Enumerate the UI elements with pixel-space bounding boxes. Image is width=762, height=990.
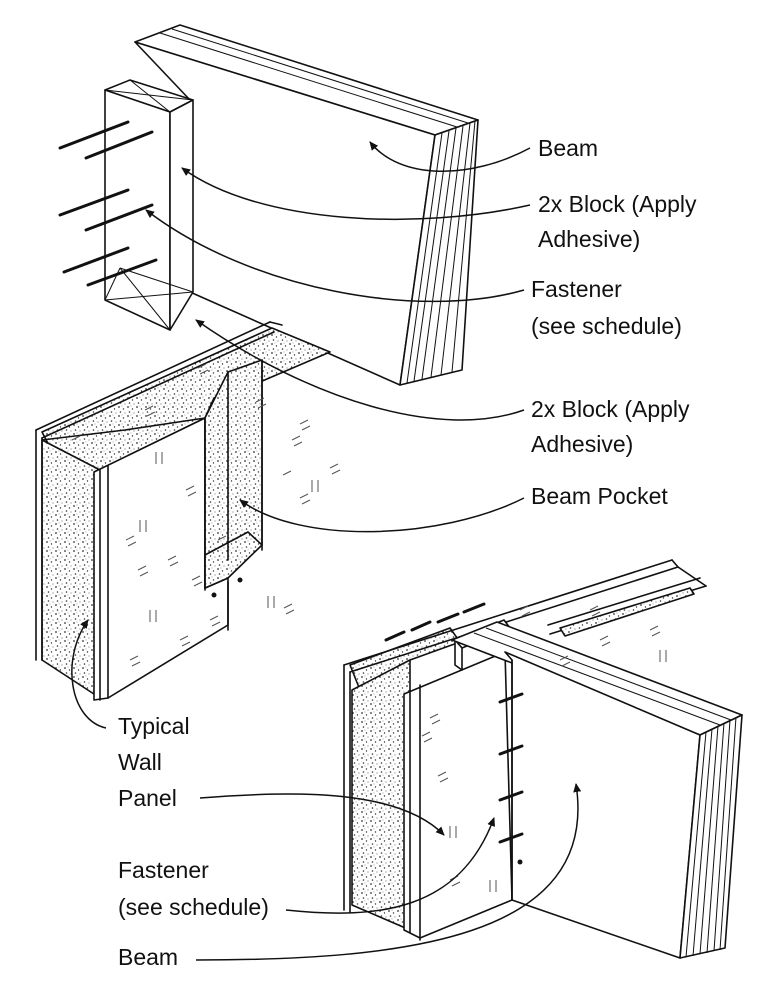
label-beam-pocket: Beam Pocket [531,483,668,509]
wall-panel-ticks [71,363,341,667]
top-beam [134,24,479,386]
top-fasteners [58,120,158,287]
label-block-2-line-2: Adhesive) [531,431,634,457]
wall-panel-left [35,417,206,699]
label-fastener-1-line-2: (see schedule) [531,313,682,339]
label-wall-line-2: Wall [118,749,162,775]
label-block-1-line-2: Adhesive) [538,226,641,252]
bottom-wall-panel [343,559,707,941]
label-fastener-1-line-1: Fastener [531,276,622,302]
top-block [104,79,194,331]
label-beam-top: Beam [538,135,599,161]
label-block-2-line-1: 2x Block (Apply [531,396,690,422]
label-fastener-2-line-1: Fastener [118,857,209,883]
label-block-1-line-1: 2x Block (Apply [538,191,697,217]
label-wall-line-1: Typical [118,713,190,739]
label-wall-line-3: Panel [118,785,177,811]
beam-pocket [204,359,263,631]
label-fastener-2-line-2: (see schedule) [118,894,269,920]
bottom-beam [451,621,743,959]
bottom-fasteners [384,602,524,865]
leader-lines [71,141,582,961]
label-beam-bottom: Beam [118,944,179,970]
